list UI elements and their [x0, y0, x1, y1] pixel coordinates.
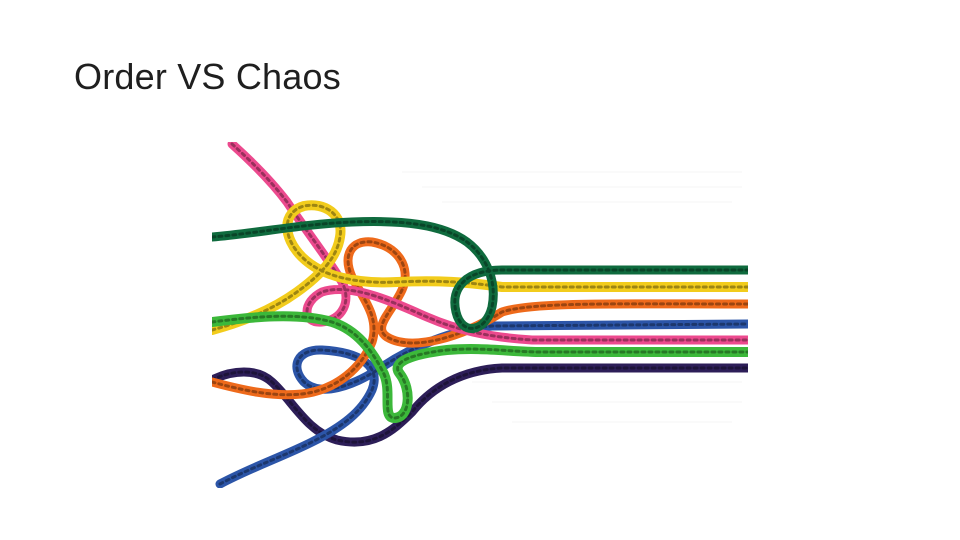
orange-rope-texture	[212, 240, 748, 397]
dark-green-rope-texture	[212, 220, 748, 330]
yellow-rope-texture	[212, 203, 748, 332]
yellow-rope	[212, 200, 748, 335]
blue-rope-texture	[218, 322, 748, 486]
light-green-rope	[212, 311, 748, 423]
tangled-ropes-picture	[212, 142, 748, 488]
slide-title: Order VS Chaos	[74, 56, 341, 97]
background-texture	[402, 171, 742, 423]
blue-rope	[215, 319, 748, 488]
tangled-ropes-image	[212, 142, 748, 488]
light-green-rope-texture	[212, 314, 748, 420]
dark-green-rope	[212, 217, 748, 333]
orange-rope	[212, 237, 748, 400]
navy-purple-rope	[212, 363, 748, 447]
navy-purple-rope-texture	[212, 366, 748, 444]
